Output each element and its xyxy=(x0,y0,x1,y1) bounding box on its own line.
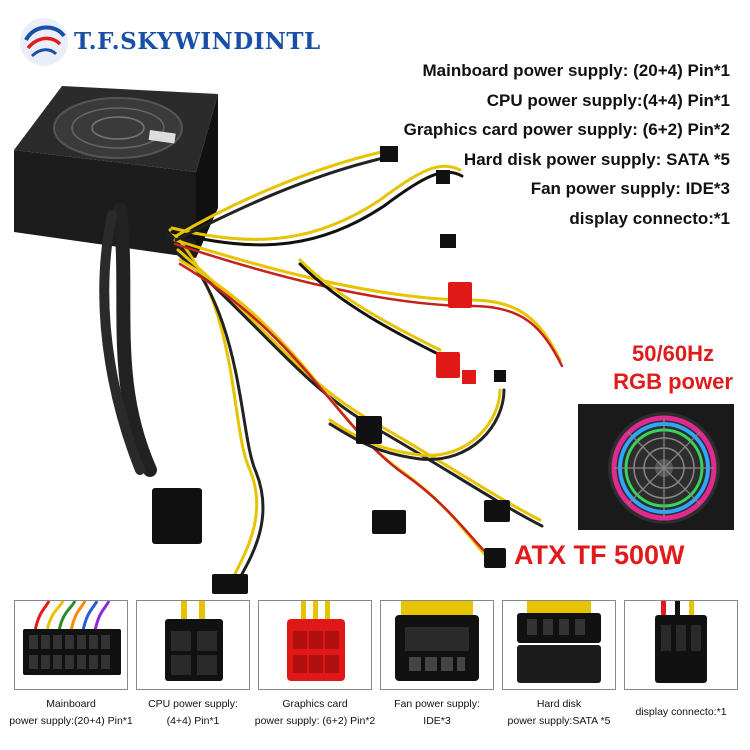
connector-image-mainboard xyxy=(14,600,128,690)
connector-image-cpu xyxy=(136,600,250,690)
cpu-connector-icon xyxy=(165,601,223,681)
spec-list: Mainboard power supply: (20+4) Pin*1 CPU… xyxy=(404,56,730,233)
connector-label-cpu: CPU power supply: (4+4) Pin*1 xyxy=(136,696,250,730)
connector-label-line: (4+4) Pin*1 xyxy=(166,715,220,727)
connector-label-line: Fan power supply: xyxy=(394,698,480,710)
connector-label-line: power supply: (6+2) Pin*2 xyxy=(254,715,376,727)
connector-label-line: IDE*3 xyxy=(423,715,451,727)
spec-mainboard: Mainboard power supply: (20+4) Pin*1 xyxy=(422,61,730,80)
model-name: ATX TF 500W xyxy=(514,540,685,570)
psu-product-scene xyxy=(14,86,564,594)
sata-connector-icon xyxy=(517,601,601,683)
brand-name: T.F.SKYWINDINTL xyxy=(74,28,321,55)
connector-label-fan: Fan power supply: IDE*3 xyxy=(380,696,494,730)
brand-logo: T.F.SKYWINDINTL xyxy=(16,16,320,68)
spec-fan: Fan power supply: IDE*3 xyxy=(530,179,730,198)
connector-label-display: display connecto:*1 xyxy=(620,704,742,721)
connector-label-line: Graphics card xyxy=(282,698,348,710)
connector-label-line: display connecto:*1 xyxy=(635,706,727,718)
connector-image-graphics xyxy=(258,600,372,690)
frequency-badge: 50/60Hz RGB power xyxy=(610,340,736,396)
connector-label-line: power supply:(20+4) Pin*1 xyxy=(9,715,133,727)
connector-label-line: Mainboard xyxy=(46,698,96,710)
connector-label-hdd: Hard disk power supply:SATA *5 xyxy=(488,696,630,730)
spec-graphics: Graphics card power supply: (6+2) Pin*2 xyxy=(403,120,730,139)
connector-label-line: CPU power supply: xyxy=(148,698,238,710)
connector-image-hdd xyxy=(502,600,616,690)
connector-label-line: Hard disk xyxy=(536,698,582,710)
connector-image-display xyxy=(624,600,738,690)
rgb-power-text: RGB power xyxy=(613,369,733,394)
rgb-fan-image xyxy=(578,404,734,530)
spec-cpu: CPU power supply:(4+4) Pin*1 xyxy=(486,90,730,110)
frequency-text: 50/60Hz xyxy=(632,341,714,366)
ide-connector-icon xyxy=(395,601,479,681)
spec-hdd: Hard disk power supply: SATA *5 xyxy=(463,149,730,169)
display-connector-icon xyxy=(655,601,707,683)
connector-label-graphics: Graphics card power supply: (6+2) Pin*2 xyxy=(244,696,386,730)
wind-spiral-logo-icon xyxy=(20,18,68,66)
mainboard-connector-icon xyxy=(23,600,121,675)
graphics-connector-icon xyxy=(287,601,345,681)
connector-label-mainboard: Mainboard power supply:(20+4) Pin*1 xyxy=(0,696,142,730)
connector-label-line: power supply:SATA *5 xyxy=(507,715,611,727)
spec-display: display connecto:*1 xyxy=(569,208,730,228)
connector-image-fan xyxy=(380,600,494,690)
cable-connectors xyxy=(152,146,510,594)
